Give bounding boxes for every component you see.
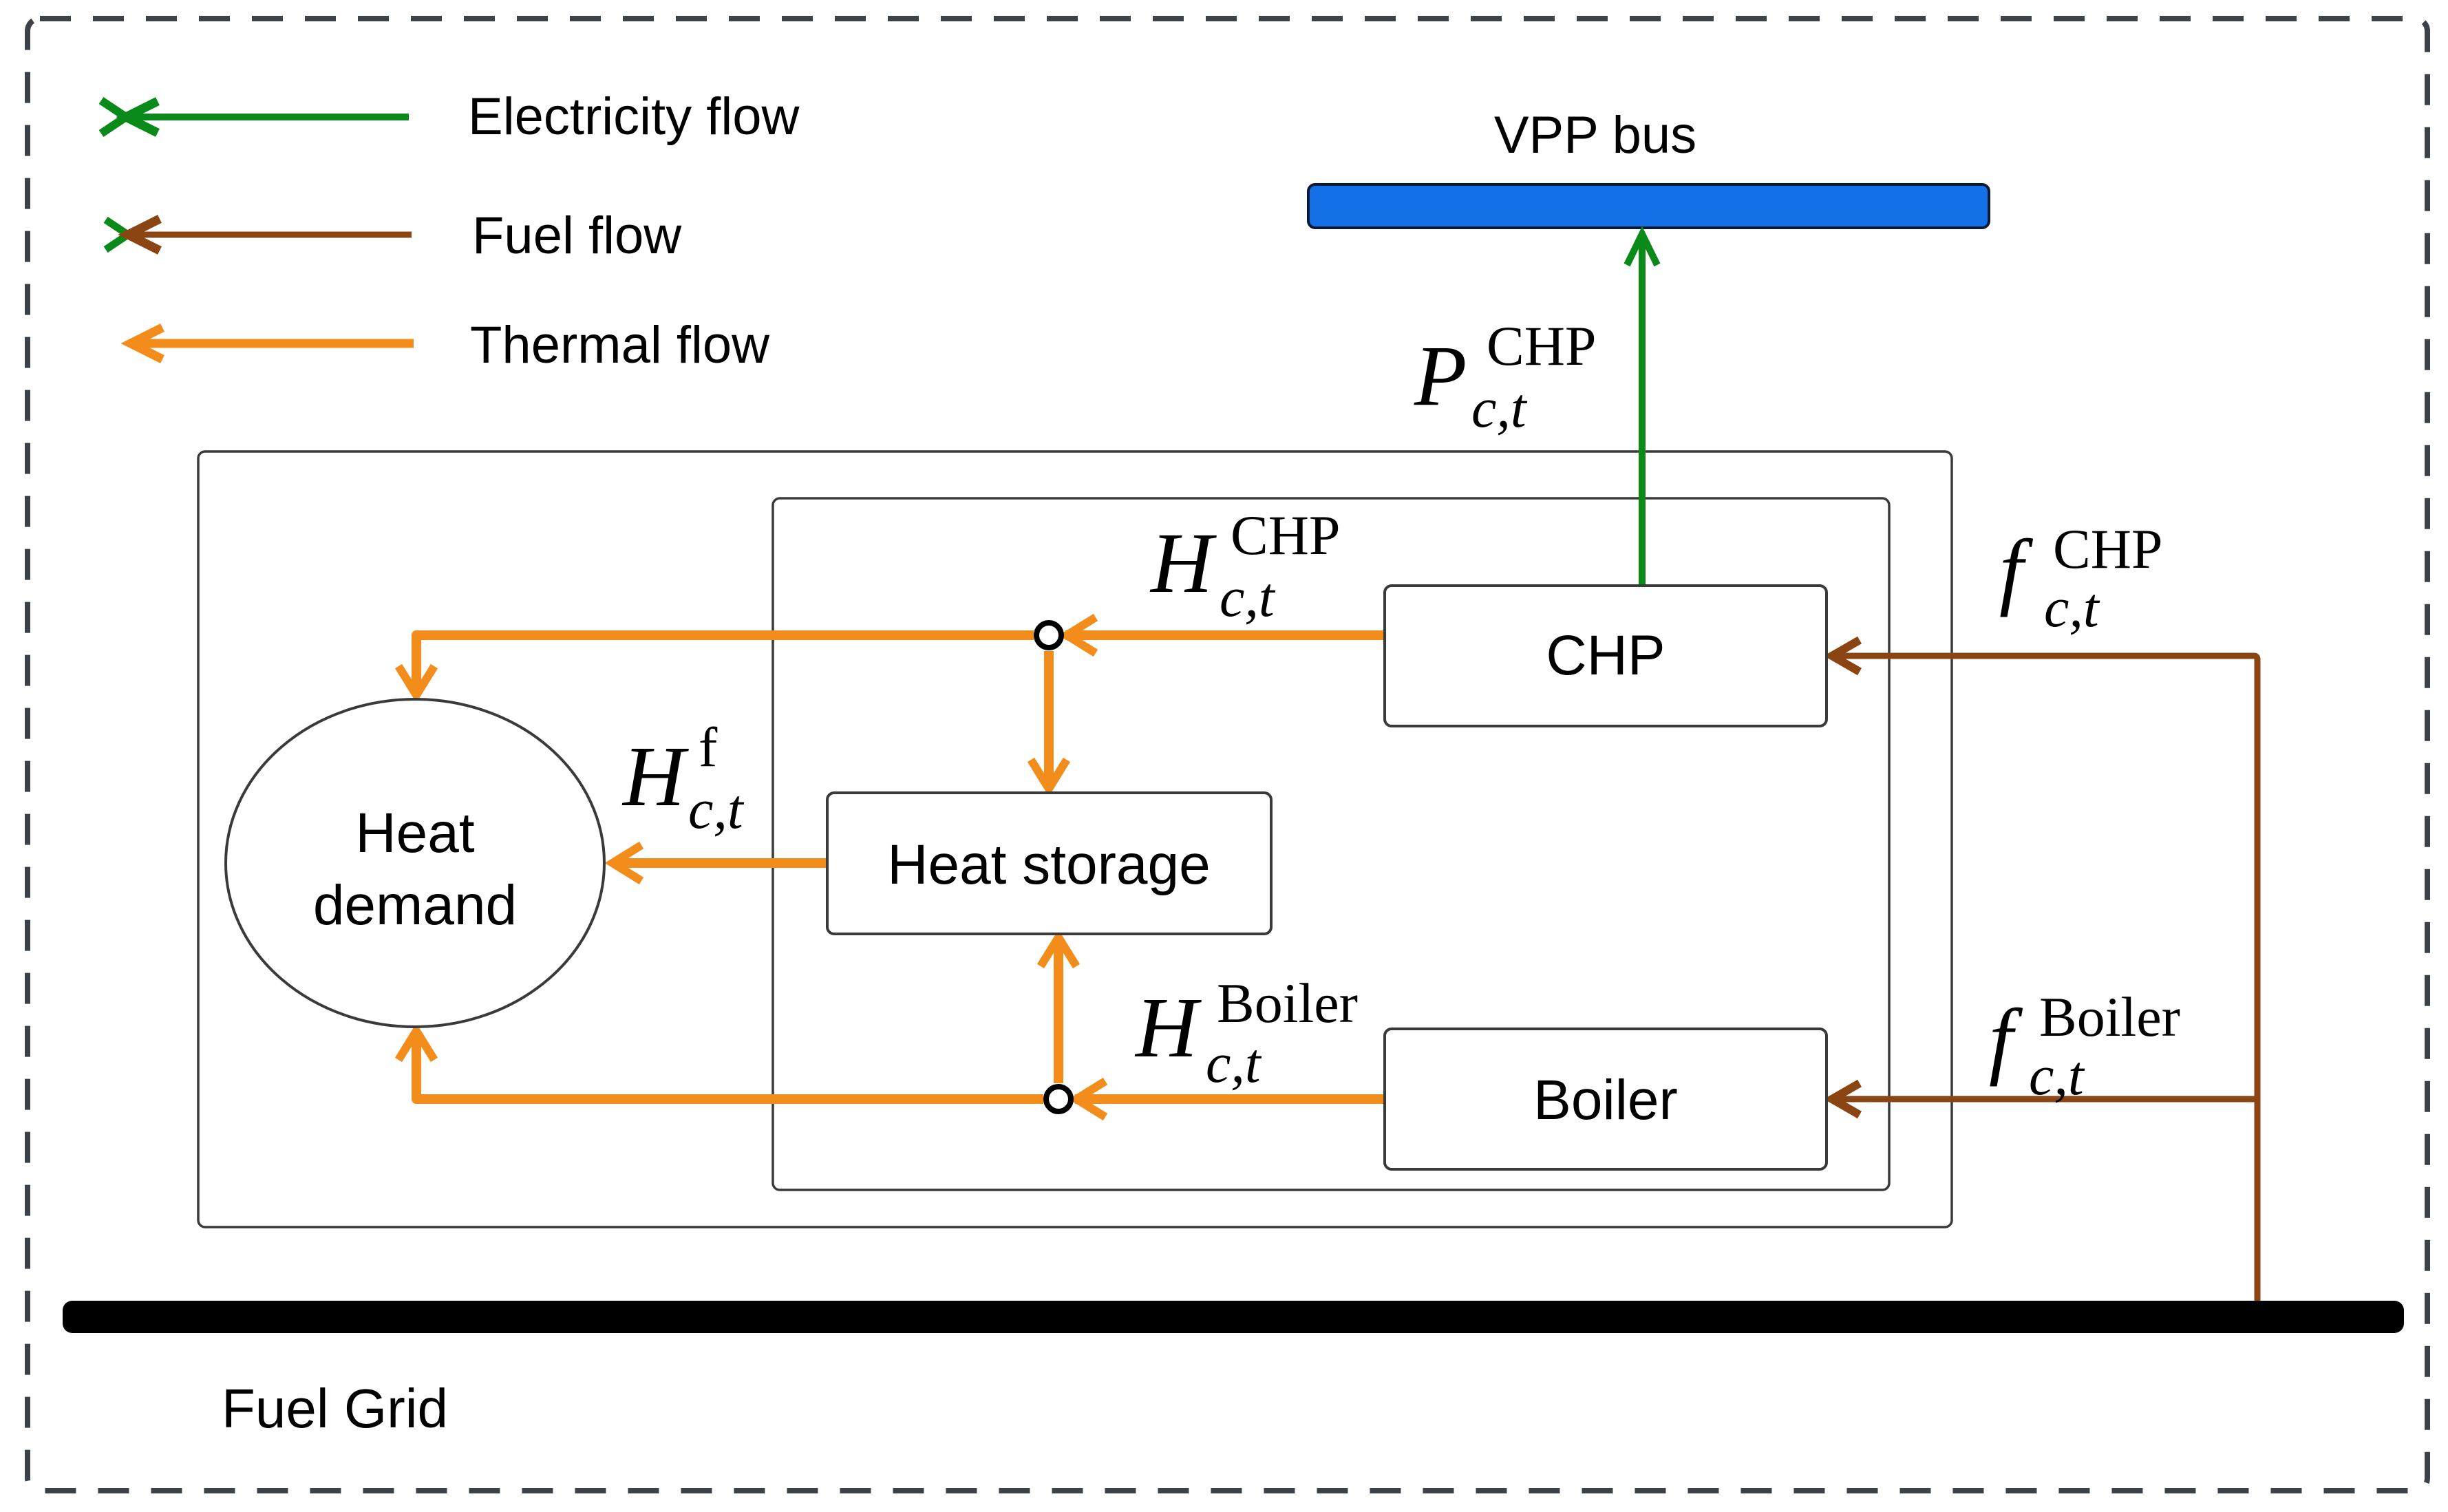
heat-demand-ellipse[interactable]	[224, 698, 606, 1028]
outer-frame	[197, 450, 1953, 1228]
heat-demand-label-line2: demand	[313, 874, 517, 937]
fuel-arrowhead	[1823, 636, 1862, 676]
boiler-label: Boiler	[1533, 1069, 1678, 1131]
legend-label: Fuel flow	[472, 206, 682, 265]
svg-text:CHP: CHP	[1231, 504, 1341, 566]
var-f-boiler: f Boiler c,t	[1989, 986, 2180, 1107]
thermal-arrowhead	[394, 1023, 438, 1063]
svg-text:H: H	[1134, 981, 1202, 1076]
heat-demand-label-line1: Heat	[355, 802, 474, 864]
svg-text:c,t: c,t	[2029, 1044, 2085, 1107]
thermal-arrowhead	[394, 663, 438, 703]
thermal-arrowhead	[1036, 929, 1081, 969]
svg-text:P: P	[1414, 329, 1467, 424]
svg-text:Boiler: Boiler	[1217, 972, 1358, 1034]
junction-node-boiler	[1043, 1084, 1074, 1114]
svg-text:c,t: c,t	[2044, 576, 2100, 639]
elec-arrowhead	[116, 97, 160, 137]
var-h-chp: H CHP c,t	[1149, 504, 1341, 628]
heat-storage-label: Heat storage	[887, 833, 1211, 896]
svg-text:CHP: CHP	[1487, 315, 1597, 377]
fuel-arrowhead	[1823, 1079, 1862, 1119]
svg-text:c,t: c,t	[1471, 376, 1528, 439]
vpp-boundary	[25, 16, 2430, 1493]
thermal-arrowhead	[1058, 613, 1098, 657]
svg-text:c,t: c,t	[1220, 566, 1276, 628]
svg-text:CHP: CHP	[2053, 518, 2163, 580]
svg-text:c,t: c,t	[688, 778, 745, 840]
thermal-flows	[394, 613, 1385, 1121]
var-h-boiler: H Boiler c,t	[1134, 972, 1358, 1094]
heat-demand[interactable]: Heat demand	[224, 698, 606, 1028]
vpp-bus[interactable]	[1307, 183, 1990, 229]
chp-box[interactable]	[1383, 584, 1828, 727]
legend-label: Thermal flow	[470, 316, 770, 374]
elec-arrowhead	[1624, 226, 1661, 267]
legend-item-fuel: Fuel flow	[103, 206, 682, 265]
legend: Electricity flow Fuel flow Thermal flow	[98, 87, 800, 374]
var-f-chp: f CHP c,t	[1999, 518, 2163, 639]
thermal-arrowhead	[604, 841, 644, 885]
vpp-bus-label: VPP bus	[1494, 106, 1696, 164]
var-h-f: H f c,t	[621, 716, 745, 840]
thermal-flow-chp-to-demand	[412, 630, 1034, 691]
svg-text:f: f	[1999, 523, 2034, 618]
boiler-unit[interactable]: Boiler	[1383, 1027, 1828, 1171]
thermal-arrowhead	[1068, 1077, 1108, 1121]
thermal-flow-boiler-to-demand	[412, 1035, 1043, 1104]
var-p-chp: P CHP c,t	[1414, 315, 1597, 439]
inner-frame	[771, 497, 1891, 1191]
thermal-arrowhead	[1027, 757, 1071, 797]
boiler-box[interactable]	[1383, 1027, 1828, 1171]
fuel-arrowhead	[118, 215, 162, 255]
svg-text:H: H	[621, 730, 689, 824]
fuel-grid-bar[interactable]	[63, 1301, 2404, 1333]
svg-text:H: H	[1149, 516, 1217, 611]
legend-label: Electricity flow	[468, 87, 800, 146]
heat-storage-unit[interactable]: Heat storage	[826, 791, 1273, 935]
legend-item-electricity: Electricity flow	[98, 87, 800, 146]
fuel-flow-trunk	[1838, 652, 2261, 1301]
junction-node-chp	[1034, 620, 1064, 650]
svg-text:f: f	[699, 716, 718, 778]
legend-item-thermal: Thermal flow	[120, 316, 770, 374]
thermal-arrowhead	[120, 323, 164, 363]
heat-storage-box[interactable]	[826, 791, 1273, 935]
svg-text:Boiler: Boiler	[2039, 986, 2180, 1048]
chp-label: CHP	[1546, 624, 1665, 687]
svg-text:f: f	[1989, 992, 2023, 1087]
svg-text:c,t: c,t	[1206, 1032, 1262, 1094]
chp-unit[interactable]: CHP	[1383, 584, 1828, 727]
fuel-grid-label: Fuel Grid	[222, 1378, 448, 1439]
